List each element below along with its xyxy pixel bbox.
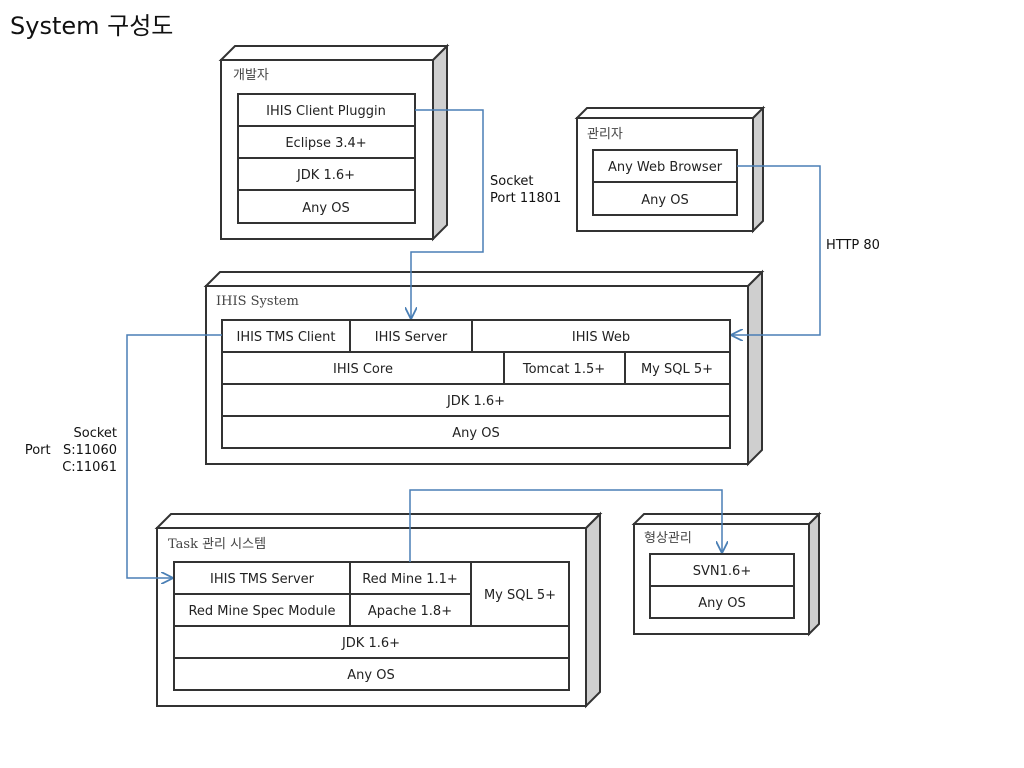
node-ihis-system-title: IHIS System <box>216 294 299 309</box>
cell-ihis-client-pluggin: IHIS Client Pluggin <box>266 104 386 119</box>
connector-socket-dev <box>411 109 484 318</box>
cell-any-web-browser: Any Web Browser <box>608 160 723 175</box>
cell-any-os: Any OS <box>452 426 499 441</box>
cell-ihis-web: IHIS Web <box>572 330 630 345</box>
cell-mysql: My SQL 5+ <box>641 362 713 377</box>
node-admin: 관리자 Any Web Browser Any OS <box>574 105 766 234</box>
cell-ihis-tms-server: IHIS TMS Server <box>210 572 315 587</box>
cell-any-os: Any OS <box>641 193 688 208</box>
node-developer-title: 개발자 <box>233 68 269 83</box>
cell-any-os: Any OS <box>347 668 394 683</box>
cell-any-os: Any OS <box>302 201 349 216</box>
cell-jdk: JDK 1.6+ <box>296 168 355 183</box>
connector-socket-task <box>126 334 222 578</box>
cell-redmine-spec-module: Red Mine Spec Module <box>188 604 335 619</box>
label-socket-task-client-port: C:11061 <box>62 460 117 475</box>
cell-apache: Apache 1.8+ <box>368 604 452 619</box>
page-title: System 구성도 <box>10 12 174 40</box>
label-socket: Socket <box>490 174 534 189</box>
node-config-mgmt-title: 형상관리 <box>644 531 692 546</box>
node-ihis-system: IHIS System IHIS TMS Client IHIS Server … <box>203 269 765 467</box>
cell-mysql: My SQL 5+ <box>484 588 556 603</box>
cell-tomcat: Tomcat 1.5+ <box>522 362 605 377</box>
node-task-system: Task 관리 시스템 IHIS TMS Server Red Mine 1.1… <box>154 511 603 709</box>
connector-svn <box>409 489 722 562</box>
cell-svn: SVN1.6+ <box>693 564 751 579</box>
cell-jdk: JDK 1.6+ <box>446 394 505 409</box>
cell-any-os: Any OS <box>698 596 745 611</box>
label-http: HTTP 80 <box>826 238 880 253</box>
label-socket-port: Port 11801 <box>490 191 561 206</box>
label-socket-task-server-port: Port S:11060 <box>25 443 117 458</box>
connector-http <box>732 165 821 335</box>
node-admin-title: 관리자 <box>587 127 623 142</box>
label-socket-task: Socket <box>73 426 117 441</box>
cell-ihis-core: IHIS Core <box>333 362 393 377</box>
cell-eclipse: Eclipse 3.4+ <box>285 136 366 151</box>
node-developer: 개발자 IHIS Client Pluggin Eclipse 3.4+ JDK… <box>218 43 450 242</box>
developer-stack: IHIS Client Pluggin Eclipse 3.4+ JDK 1.6… <box>237 93 416 224</box>
node-config-mgmt: 형상관리 SVN1.6+ Any OS <box>631 511 822 637</box>
cell-ihis-tms-client: IHIS TMS Client <box>236 330 335 345</box>
node-task-system-title: Task 관리 시스템 <box>168 537 266 552</box>
cell-ihis-server: IHIS Server <box>375 330 448 345</box>
cell-redmine: Red Mine 1.1+ <box>362 572 458 587</box>
cell-jdk: JDK 1.6+ <box>341 636 400 651</box>
